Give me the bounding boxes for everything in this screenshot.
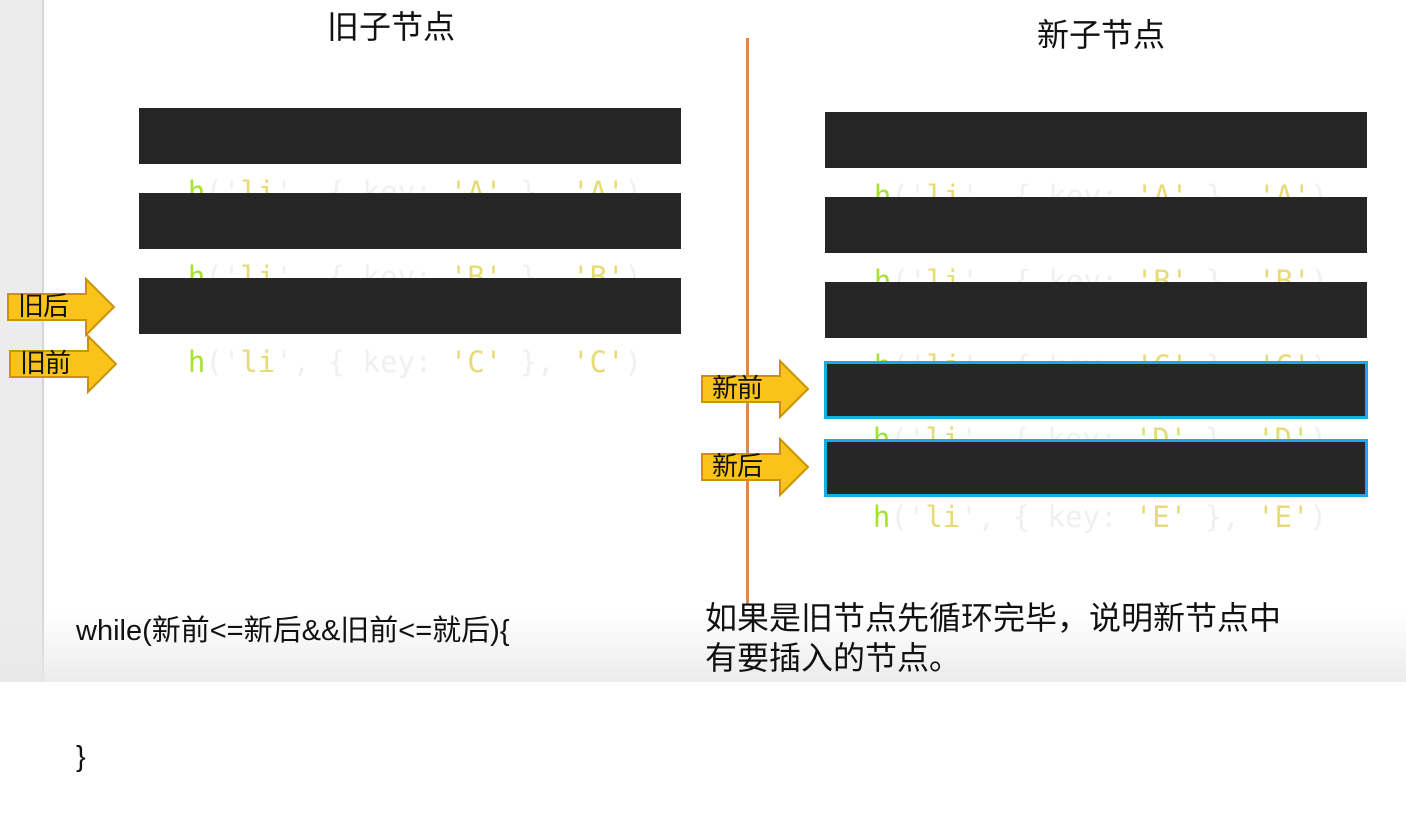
new-node-a: h('li', { key: 'A' }, 'A') [825,112,1367,213]
old-node-b: h('li', { key: 'B' }, 'B') [139,193,681,294]
while-loop-line-1: while(新前<=新后&&旧前<=就后){ [76,615,510,647]
new-children-title: 新子节点 [1037,16,1166,54]
new-end-pointer-arrow: 新后 [700,437,810,497]
old-children-title: 旧子节点 [327,8,456,46]
bottom-shadow [0,612,1406,682]
new-start-label: 新前 [712,374,763,404]
new-node-d-highlighted: h('li', { key: 'D' }, 'D') [824,361,1368,456]
old-start-label: 旧前 [20,349,71,379]
arrow-right-icon [9,334,118,394]
new-end-label: 新后 [712,452,763,482]
arrow-right-icon [701,437,810,497]
arrow-right-icon [701,359,810,419]
new-start-pointer-arrow: 新前 [700,359,810,419]
left-margin-strip [0,0,44,682]
while-loop-line-2: } [76,741,86,773]
old-node-c: h('li', { key: 'C' }, 'C') [139,278,681,379]
explanation-note-line-2: 有要插入的节点。 [705,639,962,677]
old-end-pointer-arrow: 旧后 [6,277,116,337]
old-node-a: h('li', { key: 'A' }, 'A') [139,108,681,209]
old-end-label: 旧后 [18,292,69,322]
new-node-e-highlighted: h('li', { key: 'E' }, 'E') [824,439,1368,534]
old-start-pointer-arrow: 旧前 [8,334,118,394]
while-loop-code: while(新前<=新后&&旧前<=就后){ } [76,526,510,820]
arrow-right-icon [7,277,116,337]
explanation-note-line-1: 如果是旧节点先循环完毕，说明新节点中 [705,599,1282,637]
new-node-b: h('li', { key: 'B' }, 'B') [825,197,1367,298]
explanation-note: 如果是旧节点先循环完毕，说明新节点中 有要插入的节点。 [705,598,1281,678]
new-node-c: h('li', { key: 'C' }, 'C') [825,282,1367,383]
center-divider [746,38,749,604]
